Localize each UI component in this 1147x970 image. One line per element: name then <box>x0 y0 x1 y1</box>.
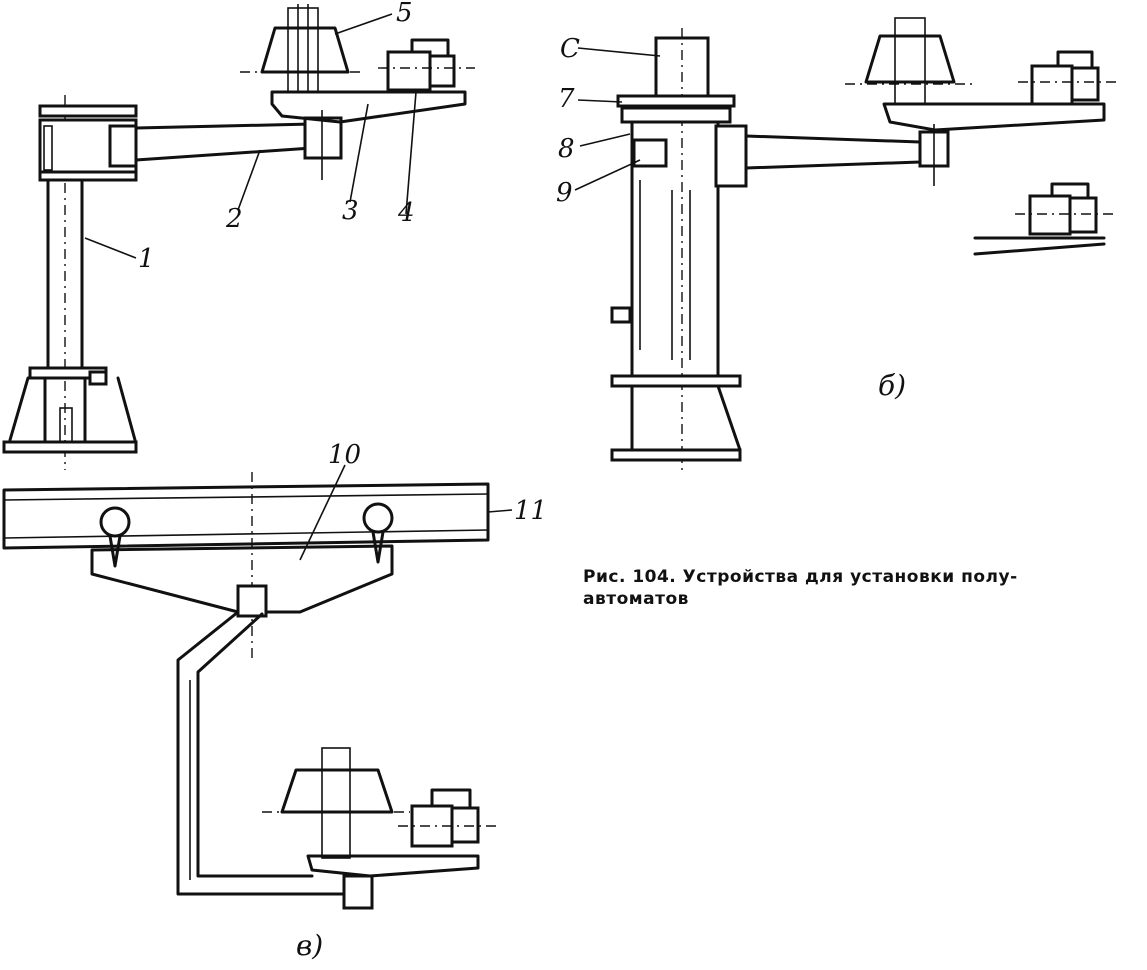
leader-lines <box>84 13 661 561</box>
device-b-arm-and-unit <box>714 17 1120 256</box>
label-part-2: 2 <box>226 204 243 234</box>
figure-caption: Рис. 104. Устройства для установки полу-… <box>583 567 1018 609</box>
device-a-column <box>2 95 138 470</box>
device-c-rail <box>2 472 490 660</box>
label-part-9: 9 <box>556 178 573 208</box>
subfigure-label-b: б) <box>878 369 907 402</box>
label-part-8: 8 <box>558 134 575 164</box>
label-part-6: С <box>560 34 580 64</box>
label-part-7: 7 <box>558 84 575 114</box>
label-part-4: 4 <box>398 198 415 228</box>
subfigure-label-c: в) <box>296 929 324 962</box>
device-c-hanger-and-unit <box>176 610 500 910</box>
label-part-5: 5 <box>396 0 413 28</box>
device-b-column <box>610 28 742 470</box>
label-part-11: 11 <box>514 496 548 526</box>
label-part-3: 3 <box>342 196 359 226</box>
label-part-10: 10 <box>328 440 362 470</box>
label-part-1: 1 <box>138 244 155 274</box>
device-a-arm-and-unit <box>108 4 475 180</box>
